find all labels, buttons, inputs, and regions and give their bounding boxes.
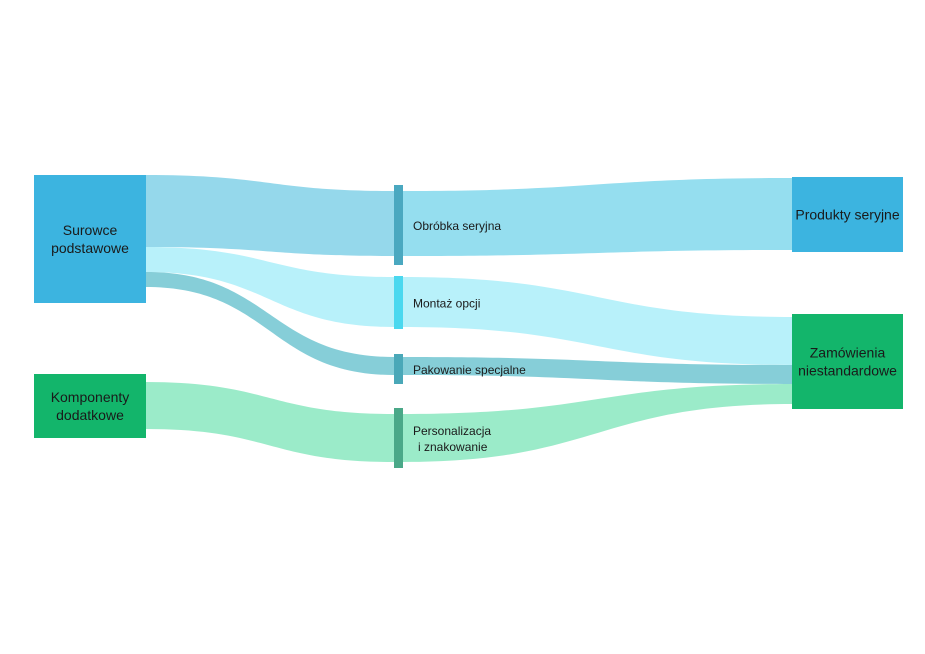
- node-pakowanie: [394, 354, 403, 384]
- link-surowce-to-montaz: [146, 247, 394, 327]
- node-zamowienia: [792, 314, 903, 409]
- node-komponenty: [34, 374, 146, 438]
- label-pakowanie: Pakowanie specjalne: [413, 363, 526, 377]
- node-personalizacja: [394, 408, 403, 468]
- sankey-links: [146, 175, 792, 462]
- sankey-nodes: [34, 175, 903, 468]
- link-surowce-to-obrobka: [146, 175, 394, 256]
- link-komponenty-to-personalizacja: [146, 382, 394, 462]
- label-obrobka: Obróbka seryjna: [413, 219, 501, 233]
- node-montaz: [394, 276, 403, 329]
- node-produkty: [792, 177, 903, 252]
- node-obrobka: [394, 185, 403, 265]
- label-produkty: Produkty seryjne: [795, 207, 899, 223]
- link-personalizacja-to-zamowienia: [403, 384, 792, 462]
- link-montaz-to-zamowienia: [403, 277, 792, 365]
- link-surowce-to-pakowanie: [146, 272, 394, 375]
- link-obrobka-to-produkty: [403, 178, 792, 256]
- link-pakowanie-to-zamowienia: [403, 357, 792, 384]
- node-surowce: [34, 175, 146, 303]
- label-montaz: Montaż opcji: [413, 297, 480, 311]
